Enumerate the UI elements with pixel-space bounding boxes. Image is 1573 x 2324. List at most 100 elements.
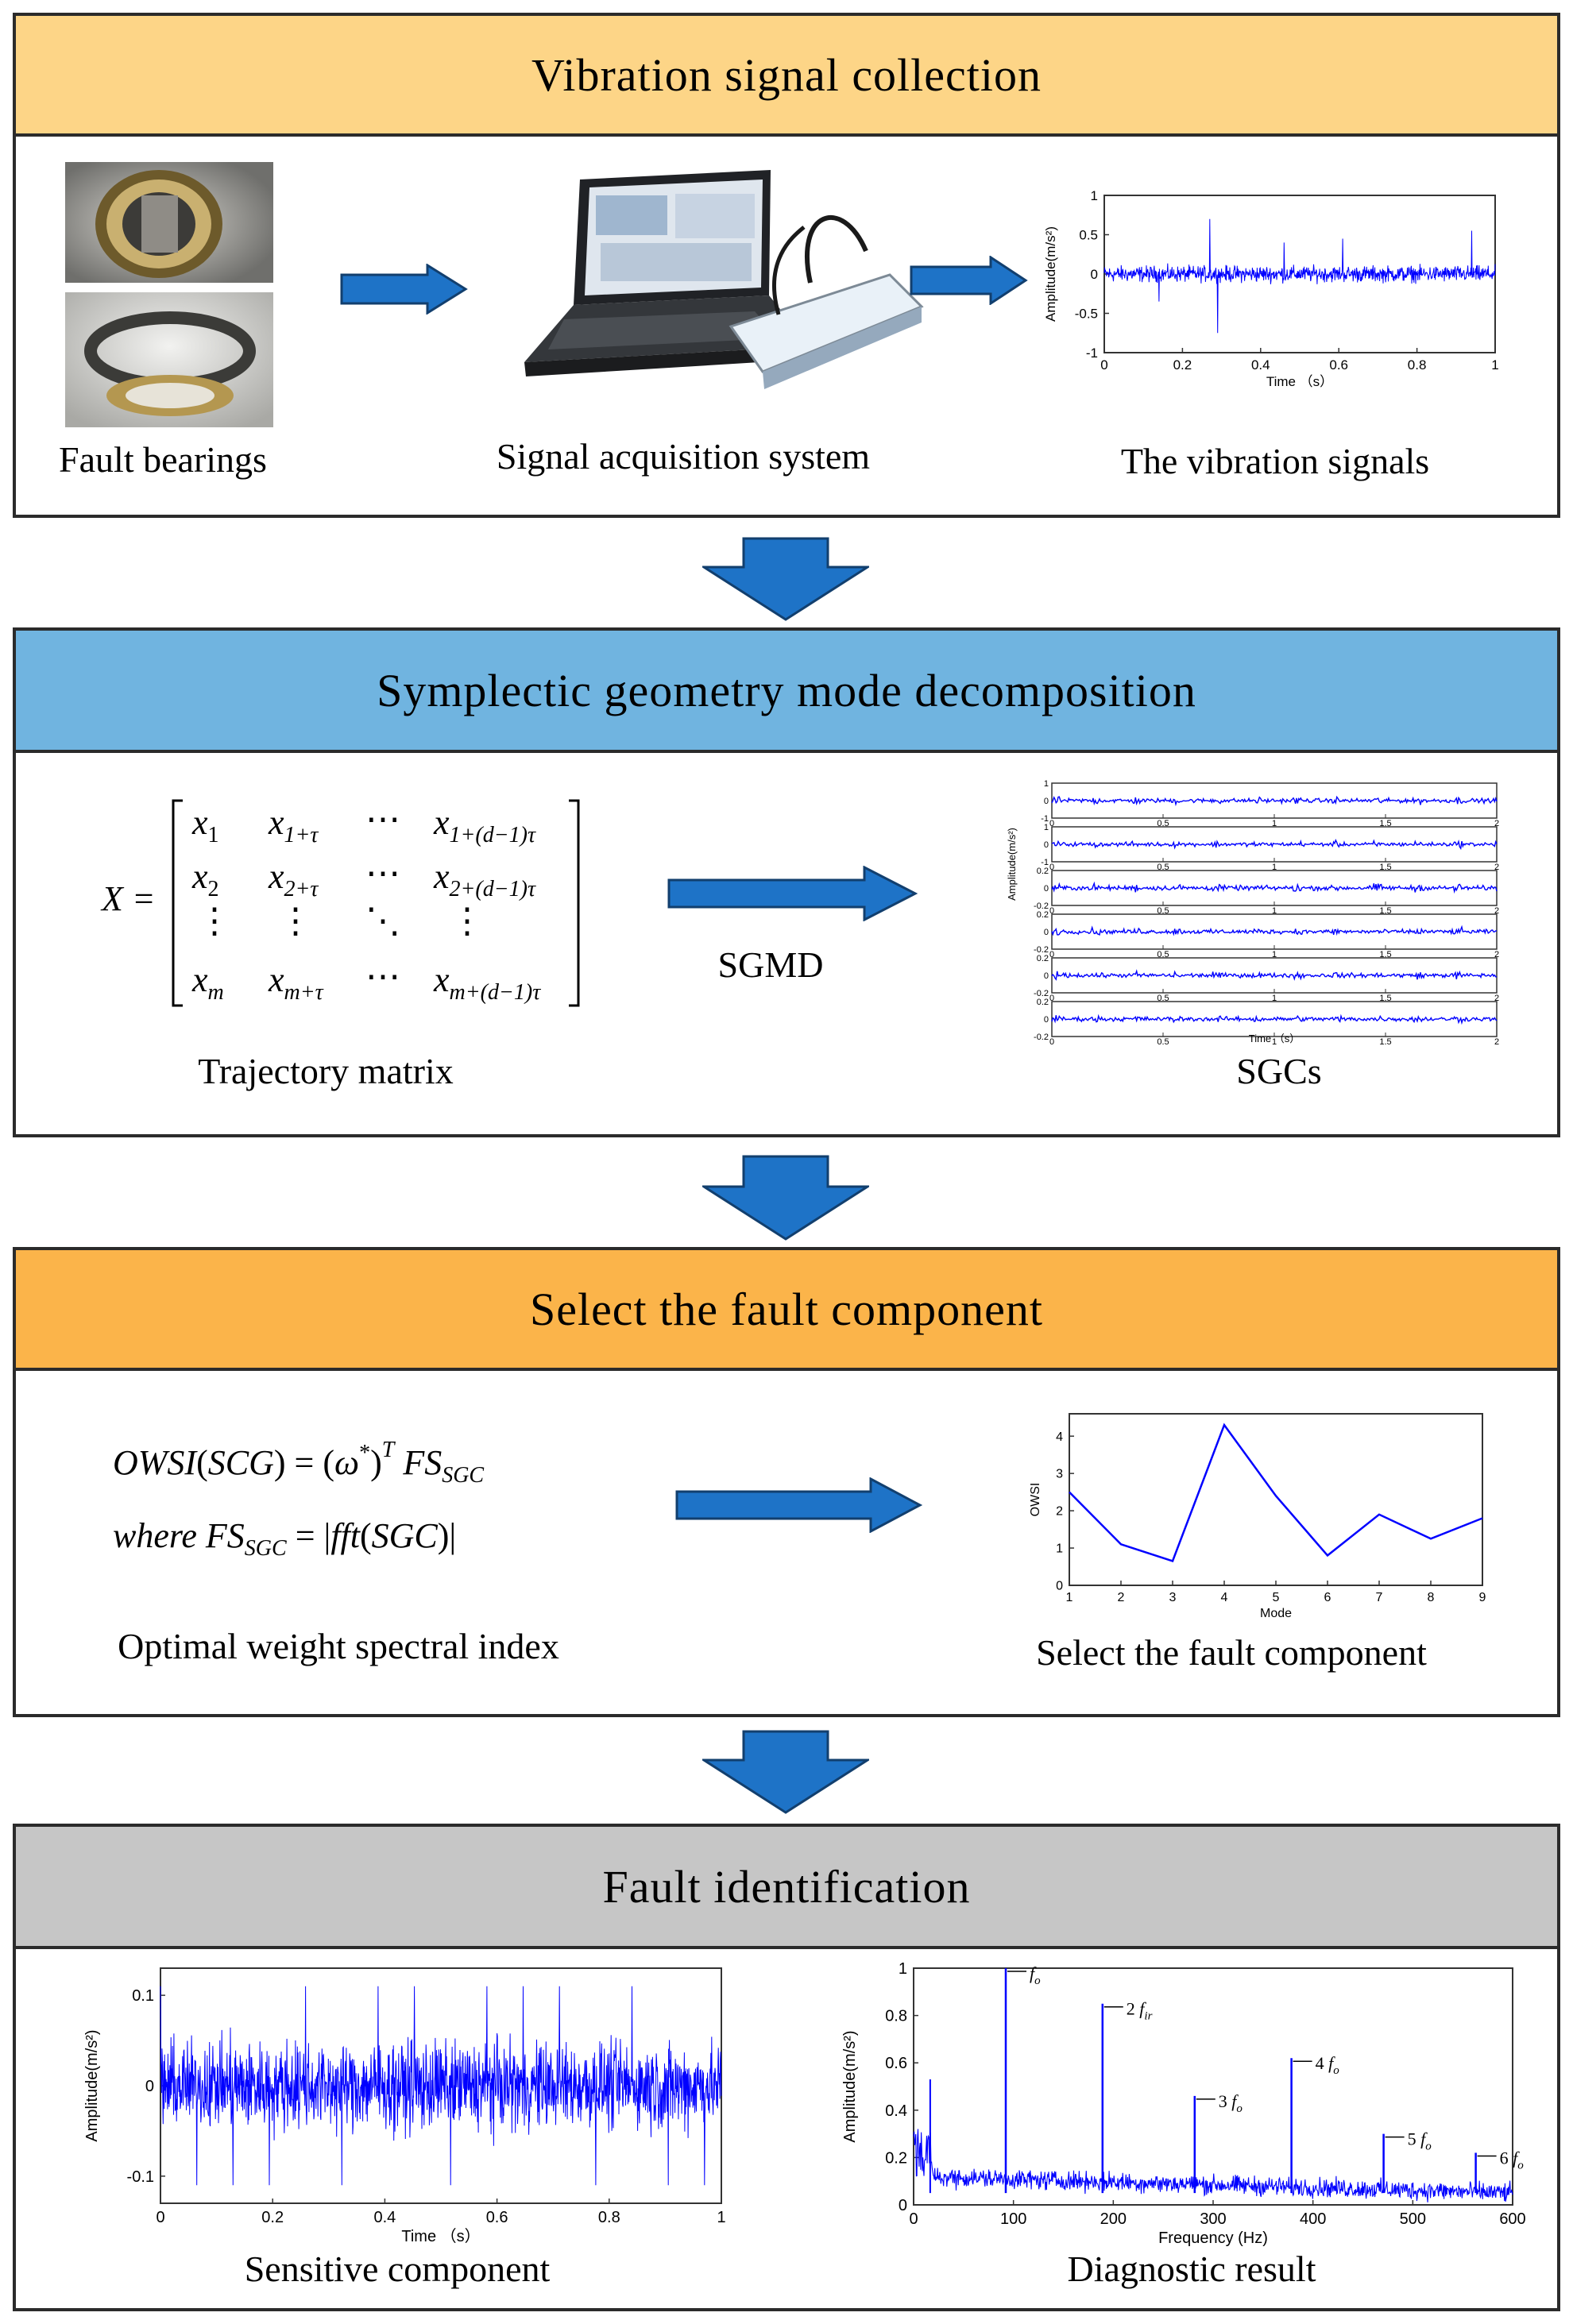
x-tick-label: 6 <box>1324 1591 1331 1604</box>
stage1-panel <box>13 133 1560 518</box>
optimal-weight-label: Optimal weight spectral index <box>118 1626 559 1666</box>
y-tick-label: -1 <box>1086 346 1098 361</box>
x-tick-label: 0.8 <box>598 2209 620 2226</box>
owsi-line <box>1069 1423 1483 1563</box>
sgc-mode-line <box>1051 838 1498 851</box>
x-tick-label: 400 <box>1300 2210 1326 2228</box>
y-tick-label: -0.2 <box>1034 901 1049 911</box>
x-tick-label: 0 <box>1049 950 1054 959</box>
y-tick-label: 0.8 <box>885 2008 907 2025</box>
y-tick-label: 0.6 <box>885 2055 907 2072</box>
x-tick-label: 8 <box>1428 1591 1435 1604</box>
x-tick-label: 0.4 <box>1251 357 1270 373</box>
y-axis-label: Amplitude(m/s²) <box>842 2030 859 2142</box>
sgc-mode-line <box>1051 969 1498 981</box>
x-tick-label: 1.5 <box>1379 1037 1391 1047</box>
svg-text:⋮: ⋮ <box>197 901 232 940</box>
y-tick-label: -0.2 <box>1034 945 1049 955</box>
y-tick-label: 1 <box>1044 823 1049 832</box>
y-tick-label: 1 <box>1056 1542 1063 1556</box>
x-tick-label: 0.5 <box>1157 1037 1169 1047</box>
svg-text:where FSSGC = |fft(SGC)|: where FSSGC = |fft(SGC)| <box>113 1516 456 1561</box>
y-tick-label: 0 <box>1056 1580 1063 1593</box>
stage3-header: Select the fault component <box>13 1247 1560 1371</box>
stage4-header: Fault identification <box>13 1824 1560 1949</box>
y-tick-label: 0 <box>1044 971 1049 981</box>
y-tick-label: -0.1 <box>127 2168 154 2186</box>
x-tick-label: 0.5 <box>1157 819 1169 828</box>
arrow-down-2 <box>702 1155 869 1241</box>
x-tick-label: 1.5 <box>1379 863 1391 872</box>
x-tick-label: 300 <box>1200 2210 1226 2228</box>
svg-text:⋮: ⋮ <box>450 901 485 940</box>
stage4-panel <box>13 1946 1560 2311</box>
sgc-mode-line <box>1051 1013 1498 1025</box>
peak-label: 6 fo <box>1500 2148 1525 2172</box>
peak-label: fo <box>1030 1963 1041 1987</box>
y-axis-label: Amplitude(m/s²) <box>1043 226 1058 322</box>
x-axis-label: Frequency (Hz) <box>1158 2229 1268 2247</box>
x-tick-label: 0 <box>1049 906 1054 916</box>
arrow-down-3 <box>702 1730 869 1814</box>
select-fault-label: Select the fault component <box>1036 1632 1427 1673</box>
x-tick-label: 0 <box>1100 357 1107 373</box>
y-tick-label: 0 <box>1044 928 1049 937</box>
sgc-mode-line <box>1051 881 1498 894</box>
x-tick-label: 0 <box>1049 994 1054 1003</box>
x-tick-label: 1 <box>1272 1037 1277 1047</box>
x-tick-label: 0.4 <box>373 2209 396 2226</box>
stage2-panel <box>13 750 1560 1137</box>
diagnostic-result-label: Diagnostic result <box>1067 2249 1316 2289</box>
sgcs-label: SGCs <box>1236 1051 1322 1091</box>
x-tick-label: 600 <box>1499 2210 1525 2228</box>
x-tick-label: 2 <box>1494 994 1499 1003</box>
x-tick-label: 2 <box>1494 1037 1499 1047</box>
plot-frame <box>913 1967 1513 2206</box>
y-tick-label: 0 <box>1044 840 1049 850</box>
sgmd-label: SGMD <box>717 944 824 985</box>
y-tick-label: 0.2 <box>1037 867 1049 876</box>
stage3-panel <box>13 1368 1560 1717</box>
x-tick-label: 3 <box>1169 1591 1177 1604</box>
y-tick-label: 0.2 <box>1037 998 1049 1007</box>
x-tick-label: 0 <box>1049 1037 1054 1047</box>
sgc-mode-line <box>1051 795 1498 807</box>
sgc-mode-line <box>1051 925 1498 936</box>
y-tick-label: -0.2 <box>1034 989 1049 998</box>
x-tick-label: 1.5 <box>1379 950 1391 959</box>
x-tick-label: 0.8 <box>1408 357 1427 373</box>
stage2-title: Symplectic geometry mode decomposition <box>377 664 1196 716</box>
matrix-lhs: X = <box>100 879 156 918</box>
y-tick-label: 0 <box>1044 797 1049 806</box>
y-tick-label: 1 <box>1044 779 1049 789</box>
svg-text:⋯: ⋯ <box>365 957 400 996</box>
svg-text:x1: x1 <box>191 803 219 847</box>
peak-label: 3 fo <box>1219 2091 1243 2115</box>
peak-label: 2 fir <box>1127 1999 1153 2023</box>
y-tick-label: -1 <box>1041 858 1049 867</box>
svg-text:x1+τ: x1+τ <box>268 803 319 847</box>
x-tick-label: 1 <box>1066 1591 1073 1604</box>
svg-text:⋱: ⋱ <box>365 901 400 940</box>
y-tick-label: 4 <box>1056 1430 1063 1444</box>
fault-bearings-label: Fault bearings <box>59 439 267 480</box>
trajectory-matrix-equation: X = x1 x1+τ ⋯ x1+(d−1)τ x2 x2+τ ⋯ x2+(d−… <box>100 799 580 1007</box>
svg-text:x2: x2 <box>191 857 219 901</box>
x-tick-label: 0.5 <box>1157 906 1169 916</box>
x-tick-label: 0.2 <box>261 2209 284 2226</box>
stage1-title: Vibration signal collection <box>531 48 1042 101</box>
x-tick-label: 5 <box>1273 1591 1280 1604</box>
signal-acquisition-device <box>524 170 924 389</box>
y-tick-label: -0.2 <box>1034 1033 1049 1042</box>
x-tick-label: 1 <box>1272 950 1277 959</box>
y-tick-label: 1 <box>1091 188 1098 203</box>
x-tick-label: 2 <box>1494 950 1499 959</box>
svg-text:OWSI(SCG) = (ω*)T FSSGC: OWSI(SCG) = (ω*)T FSSGC <box>113 1438 484 1488</box>
x-tick-label: 0.6 <box>486 2209 508 2226</box>
y-axis-label: Amplitude(m/s²) <box>1006 828 1018 901</box>
y-tick-label: 0.2 <box>885 2149 907 2167</box>
